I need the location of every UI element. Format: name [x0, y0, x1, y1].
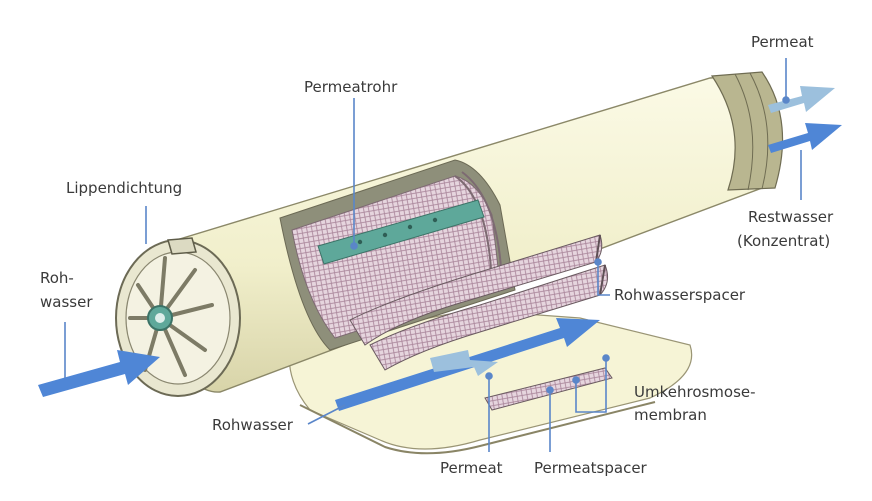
- lip-seal: [167, 237, 197, 255]
- leader-rohwasserspacer: [597, 262, 610, 296]
- rohwasser-inlet-arrow: [38, 350, 160, 397]
- label-umkehrosmose-2: membran: [634, 406, 707, 424]
- label-permeat-top: Permeat: [751, 33, 814, 51]
- permeate-tube: [317, 199, 485, 265]
- leader-umkehrosmose: [575, 358, 607, 413]
- leader-rohwasser-bottom: [307, 404, 346, 425]
- label-restwasser-1: Restwasser: [748, 208, 834, 226]
- rohwasserspacer-sheet-1: [349, 234, 603, 346]
- label-permeat-bottom: Permeat: [440, 459, 503, 477]
- label-permeatspacer: Permeatspacer: [534, 459, 648, 477]
- label-rohwasser-left-2: wasser: [40, 293, 93, 311]
- permeat-flow-arrow: [430, 350, 498, 376]
- membrane-sheet-edge: [299, 401, 656, 455]
- label-permeatrohr: Permeatrohr: [304, 78, 398, 96]
- label-restwasser-2: (Konzentrat): [737, 232, 830, 250]
- label-rohwasser-bottom: Rohwasser: [212, 416, 294, 434]
- restwasser-outlet-arrow: [768, 123, 842, 153]
- label-lippendichtung: Lippendichtung: [66, 179, 182, 197]
- permeat-outlet-arrow: [768, 86, 835, 113]
- label-umkehrosmose-1: Umkehrosmose-: [634, 383, 756, 401]
- rohwasserspacer-sheet-2: [369, 264, 609, 371]
- label-rohwasser-left-1: Roh-: [40, 269, 74, 287]
- label-rohwasserspacer: Rohwasserspacer: [614, 286, 746, 304]
- end-cap-right: [710, 71, 784, 191]
